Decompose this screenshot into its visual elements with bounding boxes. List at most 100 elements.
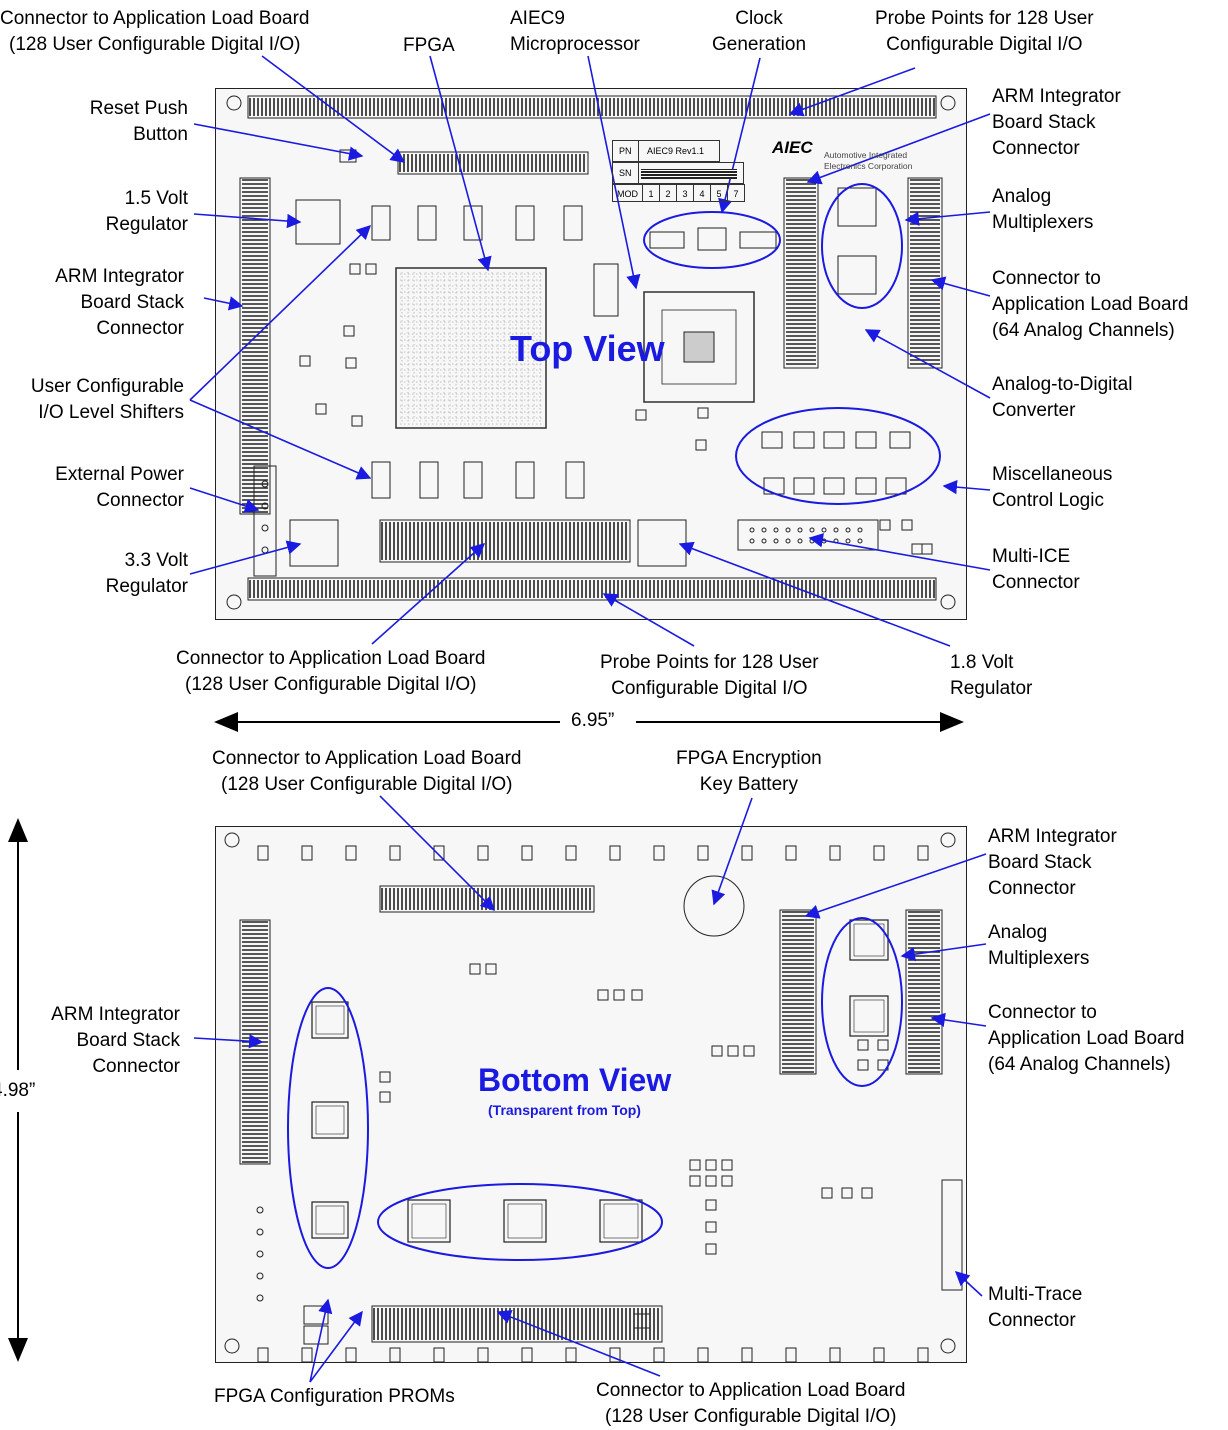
top-multi-ice-pin bbox=[761, 538, 767, 544]
top-smd-part bbox=[299, 355, 311, 367]
top-smd-part bbox=[697, 407, 709, 419]
bottom-digital-connector-upper bbox=[379, 885, 595, 913]
bottom-edge-pad bbox=[565, 845, 577, 861]
leader-multi-trace bbox=[954, 1271, 983, 1297]
top-smd-part bbox=[921, 543, 933, 555]
top-multi-ice-pin bbox=[749, 527, 755, 533]
label-conn-analog-bottom: Connector to Application Load Board (64 … bbox=[988, 1002, 1185, 1075]
bottom-analog-mux bbox=[849, 919, 889, 961]
ellipse-proms-row bbox=[377, 1183, 663, 1261]
bottom-smd-part bbox=[705, 1199, 717, 1211]
label-analog-mux-bottom: Analog Multiplexers bbox=[988, 922, 1090, 969]
top-multi-ice-pin bbox=[809, 527, 815, 533]
top-misc-logic-chip bbox=[823, 431, 845, 449]
silk-pn-value: AIEC9 Rev1.1 bbox=[647, 146, 705, 156]
leader-arm-left-top bbox=[203, 296, 244, 311]
top-multi-ice-pin bbox=[797, 527, 803, 533]
silk-sn-barcode bbox=[641, 168, 738, 179]
bottom-mounting-hole bbox=[940, 832, 956, 848]
top-multi-ice-pin bbox=[845, 527, 851, 533]
top-board bbox=[215, 88, 967, 620]
top-smd-part bbox=[351, 415, 363, 427]
leader-conn-analog-bottom bbox=[930, 1012, 987, 1028]
top-multi-ice-pin bbox=[809, 538, 815, 544]
label-probe-bottom: Probe Points for 128 User Configurable D… bbox=[600, 652, 819, 699]
top-microprocessor-die bbox=[661, 309, 737, 385]
bottom-smd-part bbox=[689, 1159, 701, 1171]
bottom-mounting-hole bbox=[224, 1338, 240, 1354]
dimension-height-arrowhead-top bbox=[8, 818, 28, 842]
top-microprocessor bbox=[643, 291, 755, 403]
bottom-smd-part bbox=[705, 1243, 717, 1255]
top-probe-strip-top bbox=[247, 95, 937, 119]
top-multi-ice-pin bbox=[785, 538, 791, 544]
bottom-smd-part bbox=[821, 1187, 833, 1199]
bottom-prom bbox=[311, 1101, 349, 1139]
leader-reset bbox=[193, 123, 364, 161]
top-view-title: Top View bbox=[510, 328, 665, 369]
bottom-smd-part bbox=[469, 963, 481, 975]
bottom-prom-die bbox=[603, 1203, 639, 1239]
label-arm-right-top: ARM Integrator Board Stack Connector bbox=[992, 86, 1121, 159]
bottom-test-point bbox=[256, 1250, 264, 1258]
bottom-edge-pad bbox=[433, 845, 445, 861]
label-fpga: FPGA bbox=[403, 35, 455, 56]
label-arm-right-bottom: ARM Integrator Board Stack Connector bbox=[988, 826, 1117, 899]
top-digital-connector-upper-pins bbox=[399, 154, 585, 172]
bottom-smd-part bbox=[711, 1045, 723, 1057]
top-oscillator bbox=[593, 263, 619, 317]
silk-mod-number: 3 bbox=[677, 184, 694, 202]
bottom-edge-pad bbox=[345, 1347, 357, 1363]
top-mounting-hole bbox=[226, 594, 242, 610]
dimension-width: 6.95” bbox=[571, 710, 615, 731]
top-multi-ice-pin bbox=[773, 538, 779, 544]
bottom-prom-die bbox=[315, 1005, 345, 1035]
leader-1v8 bbox=[678, 541, 951, 647]
top-smd-part bbox=[635, 409, 647, 421]
leader-level-shifters-a bbox=[189, 224, 372, 401]
bottom-smd-part bbox=[613, 989, 625, 1001]
silk-company-name: Automotive Integrated Electronics Corpor… bbox=[824, 150, 913, 171]
leader-arm-right-bottom bbox=[804, 853, 987, 919]
label-adc: Analog-to-Digital Converter bbox=[992, 374, 1133, 421]
top-multi-ice-pin bbox=[761, 527, 767, 533]
dimension-height-arrowhead-bottom bbox=[8, 1338, 28, 1362]
bottom-view-title: Bottom View bbox=[478, 1062, 672, 1098]
top-clock-chip bbox=[649, 231, 685, 249]
bottom-smd-part bbox=[705, 1175, 717, 1187]
bottom-multi-trace-connector bbox=[941, 1179, 963, 1291]
top-mounting-hole bbox=[226, 95, 242, 111]
bottom-smd-part bbox=[877, 1039, 889, 1051]
bottom-edge-pad bbox=[301, 1347, 313, 1363]
bottom-smd-part bbox=[631, 989, 643, 1001]
leader-misc-logic bbox=[942, 479, 991, 495]
bottom-edge-pad bbox=[697, 1347, 709, 1363]
leader-external-power bbox=[189, 487, 260, 513]
bottom-edge-pad bbox=[829, 845, 841, 861]
leader-3v3 bbox=[189, 540, 302, 575]
top-digital-connector-lower bbox=[379, 519, 631, 563]
label-conn-app-top-bottom: Connector to Application Load Board (128… bbox=[212, 748, 522, 795]
top-probe-strip-top-pins bbox=[249, 98, 935, 116]
bottom-edge-pad bbox=[741, 1347, 753, 1363]
label-misc-logic: Miscellaneous Control Logic bbox=[992, 464, 1113, 511]
silk-mod-number: 2 bbox=[660, 184, 677, 202]
leader-fpga bbox=[429, 55, 492, 272]
label-arm-left-top: ARM Integrator Board Stack Connector bbox=[55, 266, 184, 339]
bottom-digital-connector-upper-pins bbox=[381, 888, 591, 910]
bottom-smd-part bbox=[857, 1059, 869, 1071]
leader-clock bbox=[718, 57, 761, 214]
leader-analog-mux-bottom bbox=[900, 943, 987, 962]
label-battery: FPGA Encryption Key Battery bbox=[676, 748, 822, 795]
bottom-analog-connector bbox=[905, 909, 943, 1075]
leader-conn-analog-top bbox=[930, 276, 991, 297]
bottom-edge-pad bbox=[521, 1347, 533, 1363]
bottom-digital-connector-lower bbox=[371, 1305, 663, 1343]
bottom-edge-pad bbox=[653, 845, 665, 861]
bottom-edge-pad bbox=[477, 1347, 489, 1363]
top-misc-logic-chip bbox=[885, 477, 907, 495]
bottom-arm-connector-right-pins bbox=[782, 911, 814, 1073]
leader-probe-bottom bbox=[602, 593, 695, 647]
bottom-edge-pad bbox=[301, 845, 313, 861]
top-clock-chip bbox=[697, 227, 727, 251]
